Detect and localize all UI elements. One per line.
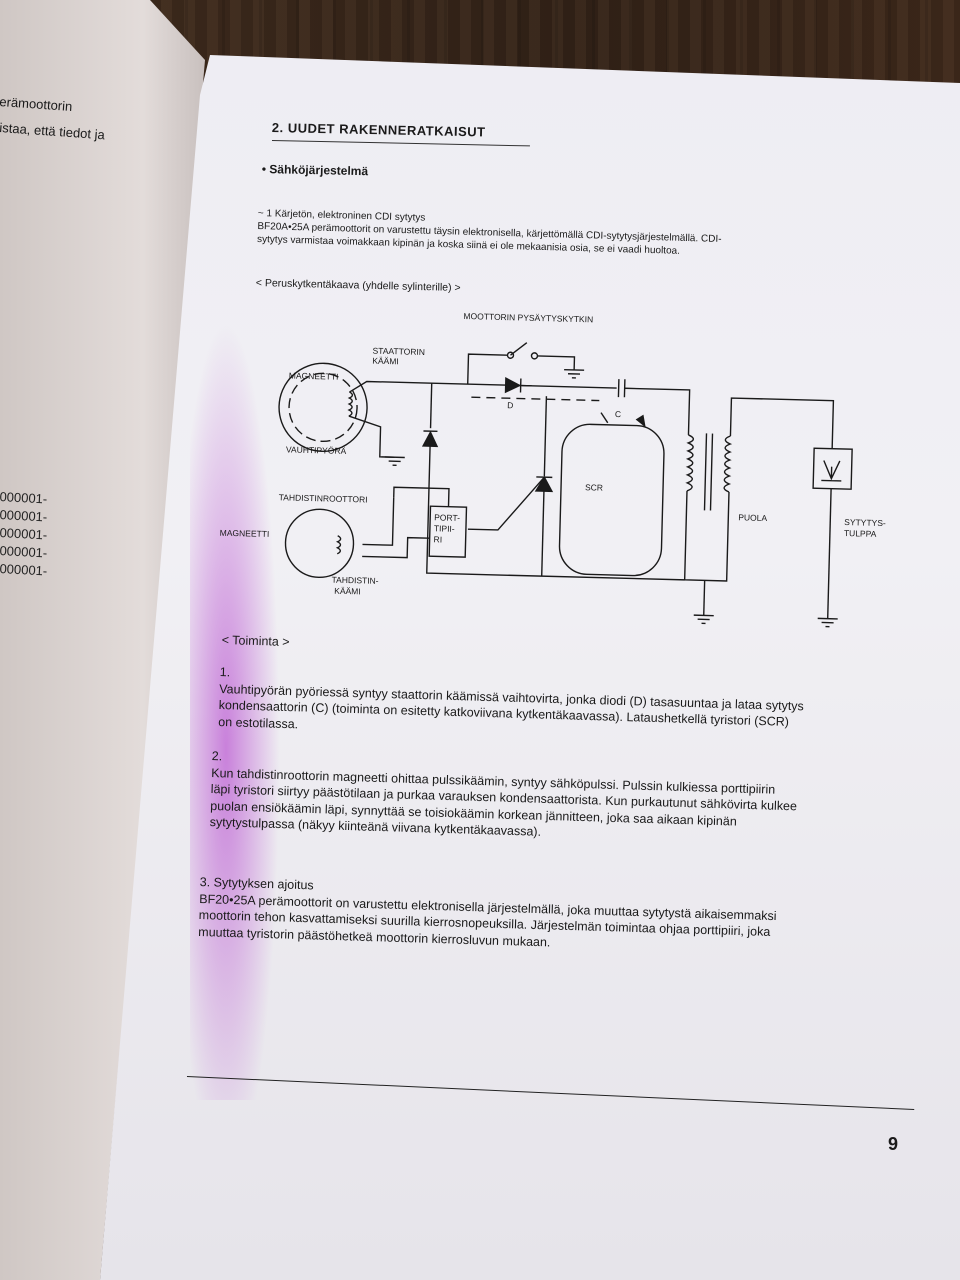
label-gate-1: PORT- (434, 512, 460, 523)
label-spark-plug-2: TULPPA (844, 528, 877, 539)
flywheel-circle (278, 362, 368, 453)
coil-primary (685, 434, 695, 492)
label-spark-plug: SYTYTYS- (844, 517, 886, 528)
ground-symbol-2 (564, 368, 585, 379)
pulser-rotor-circle (284, 508, 355, 579)
page-number: 9 (888, 1134, 899, 1154)
label-magnet-bottom: MAGNEETTI (220, 528, 270, 539)
step-2: 2. Kun tahdistinroottorin magneetti ohit… (210, 748, 799, 848)
operation-title: < Toiminta > (221, 632, 290, 650)
loop-arrow-head (635, 414, 646, 428)
hv-wire (729, 397, 835, 449)
wire-top (349, 380, 532, 393)
coil-secondary (723, 435, 733, 493)
label-stop-switch: MOOTTORIN PYSÄYTYSKYTKIN (463, 311, 593, 324)
plug-ground-wire (826, 488, 832, 619)
label-scr: SCR (585, 482, 603, 492)
wire-left-vertical (429, 383, 433, 429)
ground-symbol-1 (384, 456, 405, 466)
label-diode: D (507, 400, 513, 410)
stator-coil (347, 391, 354, 417)
label-flywheel: VAUHTIPYÖRÄ (286, 444, 347, 456)
scr-discharge-loop (558, 423, 665, 577)
coil-ground-wire (703, 580, 706, 616)
switch-contact (506, 351, 515, 359)
gate-wire (467, 476, 545, 531)
label-gate-3: RI (434, 534, 443, 544)
wire-to-capacitor (521, 384, 617, 389)
spark-plug-gap (821, 460, 842, 482)
flywheel-magnets (288, 372, 358, 443)
diode-d (504, 376, 522, 394)
ground-symbol-3 (693, 614, 714, 625)
footer-rule (186, 1076, 915, 1111)
pulser-wire-top (393, 486, 450, 507)
pulser-coil (335, 535, 342, 555)
pulser-wire (362, 497, 395, 546)
spark-plug-body (812, 447, 853, 490)
label-coil: PUOLA (738, 512, 767, 523)
diode-left (421, 430, 439, 448)
loop-arrow-c (600, 412, 609, 424)
switch-ground-wire (537, 355, 576, 370)
cdi-circuit-diagram: MOOTTORIN PYSÄYTYSKYTKIN STAATTORIN KÄÄM… (220, 311, 886, 628)
label-pulser-rotor: TAHDISTINROOTTORI (279, 492, 368, 504)
wire-to-coil (624, 387, 691, 435)
step-3: 3. Sytytyksen ajoitus BF20•25A perämoott… (198, 874, 777, 957)
scr-wire-bottom (541, 491, 545, 577)
switch-contact (530, 352, 539, 360)
capacitor-c (617, 379, 626, 398)
pulser-wire-2 (362, 536, 430, 559)
label-gate-2: TIPII- (434, 523, 455, 534)
label-pulser-coil: TAHDISTIN- (331, 575, 378, 586)
label-stator: STAATTORIN (372, 346, 425, 357)
label-magnet-top: MAGNEETTI (289, 370, 339, 381)
switch-lever (510, 342, 528, 356)
coil-core (703, 433, 714, 511)
label-pulser-coil-2: KÄÄMI (334, 586, 361, 597)
ground-symbol-4 (817, 617, 838, 628)
label-capacitor: C (615, 409, 621, 419)
coil-wire-bottom (683, 490, 730, 582)
label-stator-2: KÄÄMI (372, 356, 399, 367)
charge-path-dashed (471, 396, 600, 402)
scr-wire (543, 396, 548, 477)
stop-switch-wire (467, 353, 508, 385)
